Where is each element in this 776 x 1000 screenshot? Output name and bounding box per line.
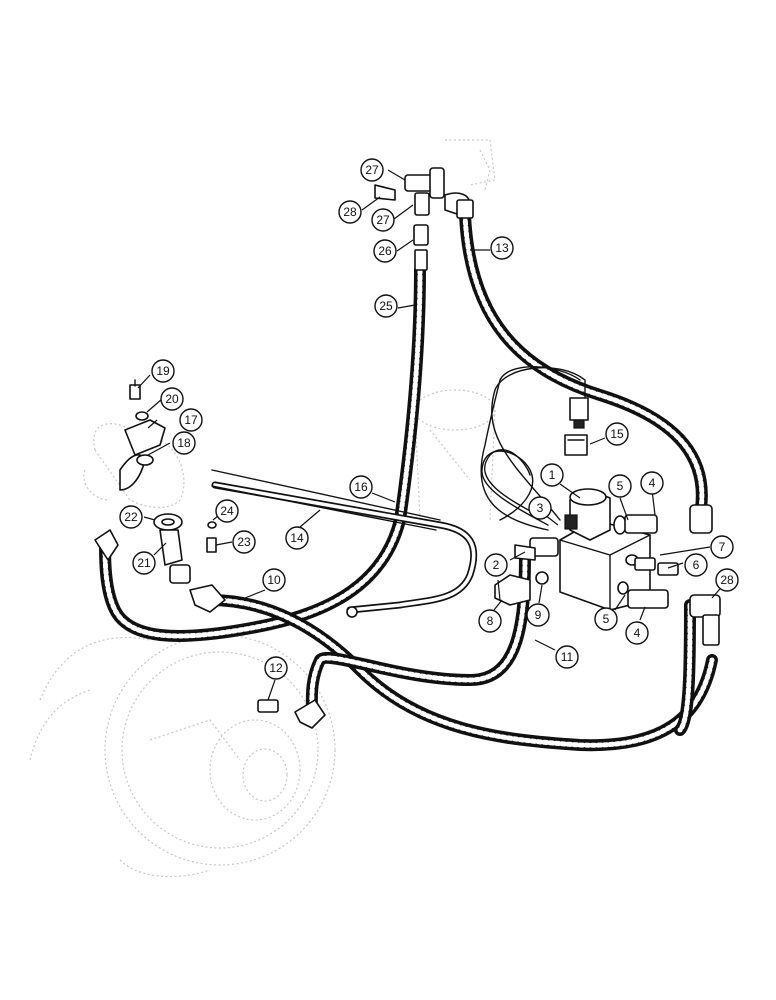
callout-28-upper: 28 (338, 200, 362, 224)
callout-12: 12 (264, 656, 288, 680)
wiring-harness (211, 366, 589, 618)
callout-14: 14 (285, 526, 309, 550)
svg-text:15: 15 (610, 427, 624, 441)
svg-text:14: 14 (290, 531, 304, 545)
svg-text:5: 5 (617, 479, 624, 493)
callout-13: 13 (490, 236, 514, 260)
svg-text:12: 12 (269, 661, 283, 675)
callout-7: 7 (710, 535, 734, 559)
callout-21: 21 (132, 551, 156, 575)
svg-text:25: 25 (379, 299, 393, 313)
callout-19: 19 (151, 359, 175, 383)
leader-lines (137, 169, 728, 701)
svg-text:11: 11 (561, 650, 574, 664)
callout-9: 9 (526, 603, 550, 627)
callout-11: 11 (555, 645, 579, 669)
callout-23: 23 (232, 530, 256, 554)
svg-text:28: 28 (720, 573, 734, 587)
callout-3: 3 (528, 496, 552, 520)
svg-text:24: 24 (220, 504, 234, 518)
svg-text:20: 20 (165, 392, 179, 406)
svg-text:7: 7 (719, 540, 726, 554)
svg-text:18: 18 (177, 436, 191, 450)
callout-20: 20 (160, 387, 184, 411)
hose-return (674, 599, 696, 736)
callout-27-lower: 27 (371, 208, 395, 232)
callout-1: 1 (540, 463, 564, 487)
svg-text:21: 21 (137, 556, 151, 570)
hose-11 (305, 549, 531, 718)
svg-text:4: 4 (634, 626, 641, 640)
callout-5-upper: 5 (608, 474, 632, 498)
svg-text:8: 8 (487, 614, 494, 628)
svg-text:28: 28 (343, 205, 357, 219)
callout-27-upper: 27 (360, 158, 384, 182)
callout-6: 6 (684, 553, 708, 577)
top-fittings (374, 167, 474, 271)
svg-text:22: 22 (124, 510, 138, 524)
fitting-12 (257, 699, 326, 729)
svg-text:16: 16 (354, 480, 368, 494)
svg-text:4: 4 (649, 476, 656, 490)
callout-15: 15 (605, 422, 629, 446)
svg-text:5: 5 (603, 612, 610, 626)
hose-10 (204, 594, 718, 752)
svg-text:19: 19 (156, 364, 170, 378)
callout-28-lower: 28 (715, 568, 739, 592)
callout-24: 24 (215, 499, 239, 523)
callout-8: 8 (478, 609, 502, 633)
callout-22: 22 (119, 505, 143, 529)
svg-text:27: 27 (376, 213, 390, 227)
callouts: 1 2 3 4 4 5 5 6 7 8 9 10 11 12 13 1 (119, 158, 739, 680)
callout-18: 18 (172, 431, 196, 455)
callout-25: 25 (374, 294, 398, 318)
svg-text:6: 6 (693, 558, 700, 572)
svg-text:26: 26 (378, 244, 392, 258)
svg-text:3: 3 (537, 501, 544, 515)
callout-5-lower: 5 (594, 607, 618, 631)
svg-text:23: 23 (237, 535, 251, 549)
svg-text:2: 2 (493, 558, 500, 572)
callout-17: 17 (179, 408, 203, 432)
svg-text:13: 13 (495, 241, 509, 255)
svg-text:9: 9 (535, 608, 542, 622)
callout-26: 26 (373, 239, 397, 263)
callout-2: 2 (484, 553, 508, 577)
svg-text:17: 17 (184, 413, 198, 427)
svg-text:27: 27 (365, 163, 379, 177)
svg-text:1: 1 (549, 468, 556, 482)
valve-block (494, 488, 721, 646)
callout-10: 10 (262, 568, 286, 592)
callout-16: 16 (349, 475, 373, 499)
callout-4-lower: 4 (625, 621, 649, 645)
hose-13 (459, 209, 708, 521)
callout-4-upper: 4 (640, 471, 664, 495)
left-fittings (94, 379, 226, 613)
svg-text:10: 10 (267, 573, 281, 587)
